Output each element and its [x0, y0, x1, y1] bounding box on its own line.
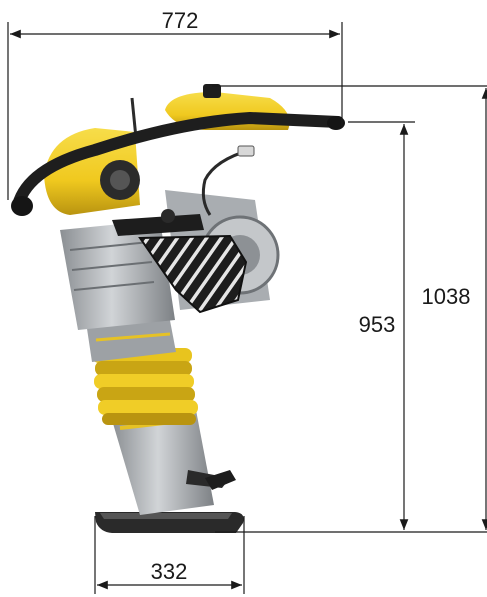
handle-bar [12, 111, 344, 211]
bellows [92, 348, 198, 425]
lower-leg [112, 410, 214, 515]
handle-height-label: 953 [359, 312, 396, 337]
overall-height-label: 1038 [422, 284, 471, 309]
dimension-lines [7, 22, 487, 594]
slotted-guard [138, 234, 248, 314]
engine-block [60, 220, 175, 330]
overall-length-label: 772 [162, 8, 199, 33]
rammer-illustration [11, 84, 345, 533]
foot-length-label: 332 [151, 559, 188, 584]
